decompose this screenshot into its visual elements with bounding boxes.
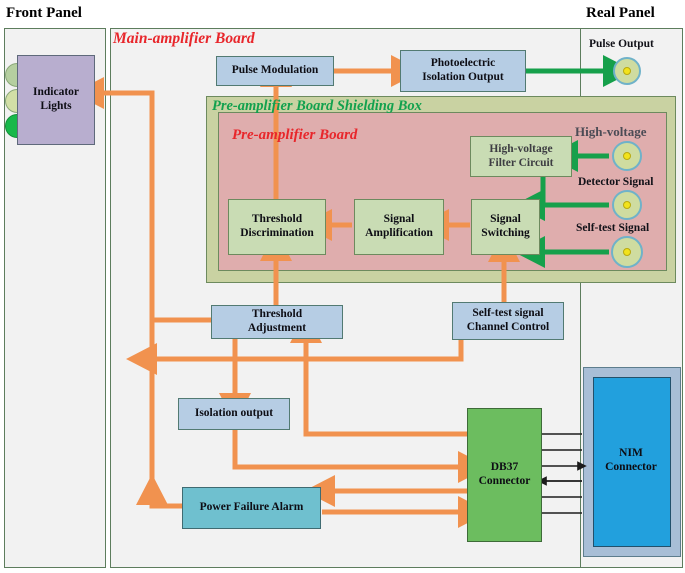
self-test-channel-control-label: Self-test signal Channel Control [466,307,550,333]
detector-signal-connector-center [623,201,631,209]
pulse-output-connector-center [623,67,631,75]
nim-connector-box[interactable]: NIM Connector [593,377,669,545]
indicator-lights-label: Indicator Lights [33,86,79,112]
photoelectric-isolation-output-box[interactable]: Photoelectric Isolation Output [400,50,526,92]
self-test-signal-connector-center [623,248,631,256]
shielding-box-title: Pre-amplifier Board Shielding Box [212,98,422,114]
high-voltage-connector-center [623,152,631,160]
self-test-channel-control-box[interactable]: Self-test signal Channel Control [452,302,564,340]
signal-switching-box[interactable]: Signal Switching [471,199,540,255]
high-voltage-filter-circuit-label: High-voltage Filter Circuit [488,142,554,169]
nim-connector-inner [593,377,671,547]
photoelectric-isolation-output-label: Photoelectric Isolation Output [422,57,504,83]
nim-connector-label: NIM Connector [605,447,657,473]
threshold-discrimination-label: Threshold Discrimination [240,213,314,239]
main-amplifier-board-title: Main-amplifier Board [113,30,255,47]
db37-connector-label: DB37 Connector [478,461,531,487]
threshold-discrimination-box[interactable]: Threshold Discrimination [228,199,326,255]
arrow-isolationoutput-to-db37 [232,429,489,483]
high-voltage-filter-circuit-box[interactable]: High-voltage Filter Circuit [470,136,572,177]
isolation-output-box[interactable]: Isolation output [178,398,290,430]
detector-signal-label: Detector Signal [578,176,654,188]
pulse-modulation-label: Pulse Modulation [231,64,319,77]
indicator-lights-box[interactable]: Indicator Lights [17,55,95,145]
threshold-adjustment-label: Threshold Adjustment [247,308,307,334]
signal-amplification-box[interactable]: Signal Amplification [354,199,444,255]
db37-connector-box[interactable]: DB37 Connector [467,408,542,542]
self-test-signal-label: Self-test Signal [576,222,650,234]
pre-amplifier-board-title: Pre-amplifier Board [232,127,358,143]
high-voltage-label: High-voltage [575,124,647,139]
real-panel-title: Real Panel [586,5,655,21]
arrow-db37-to-thresholdadj [289,312,467,437]
pulse-output-label: Pulse Output [589,38,654,50]
isolation-output-label: Isolation output [194,407,274,420]
front-panel-title: Front Panel [6,5,82,21]
detector-signal-connector[interactable] [612,190,642,220]
signal-switching-label: Signal Switching [481,213,530,239]
signal-amplification-label: Signal Amplification [365,213,433,239]
threshold-adjustment-box[interactable]: Threshold Adjustment [211,305,343,339]
power-failure-alarm-label: Power Failure Alarm [199,501,304,514]
arrow-selftestctrl-to-leftbus [126,337,464,376]
pulse-modulation-box[interactable]: Pulse Modulation [216,56,334,86]
power-failure-alarm-box[interactable]: Power Failure Alarm [182,487,321,529]
